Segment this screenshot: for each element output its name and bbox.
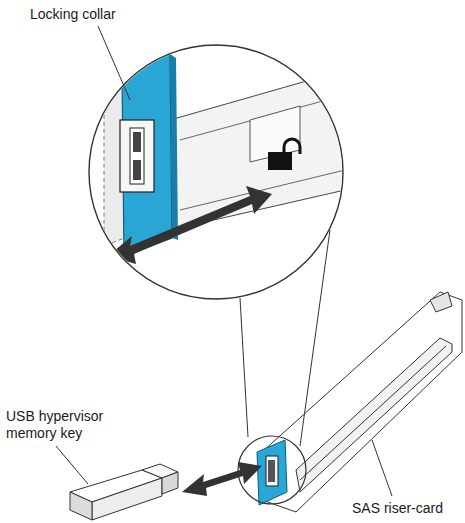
sas-riser-card	[262, 292, 462, 512]
magnifier-line	[240, 298, 248, 437]
leader-line	[56, 446, 88, 484]
leader-line	[372, 440, 392, 496]
insert-arrow	[182, 462, 262, 496]
part-label: USB hypervisor memory key	[6, 408, 126, 442]
magnified-view	[64, 54, 345, 264]
leader-line	[98, 26, 130, 100]
part-label: SAS riser-card	[352, 500, 462, 517]
part-label: Locking collar	[30, 6, 190, 23]
usb-memory-key	[70, 464, 178, 520]
